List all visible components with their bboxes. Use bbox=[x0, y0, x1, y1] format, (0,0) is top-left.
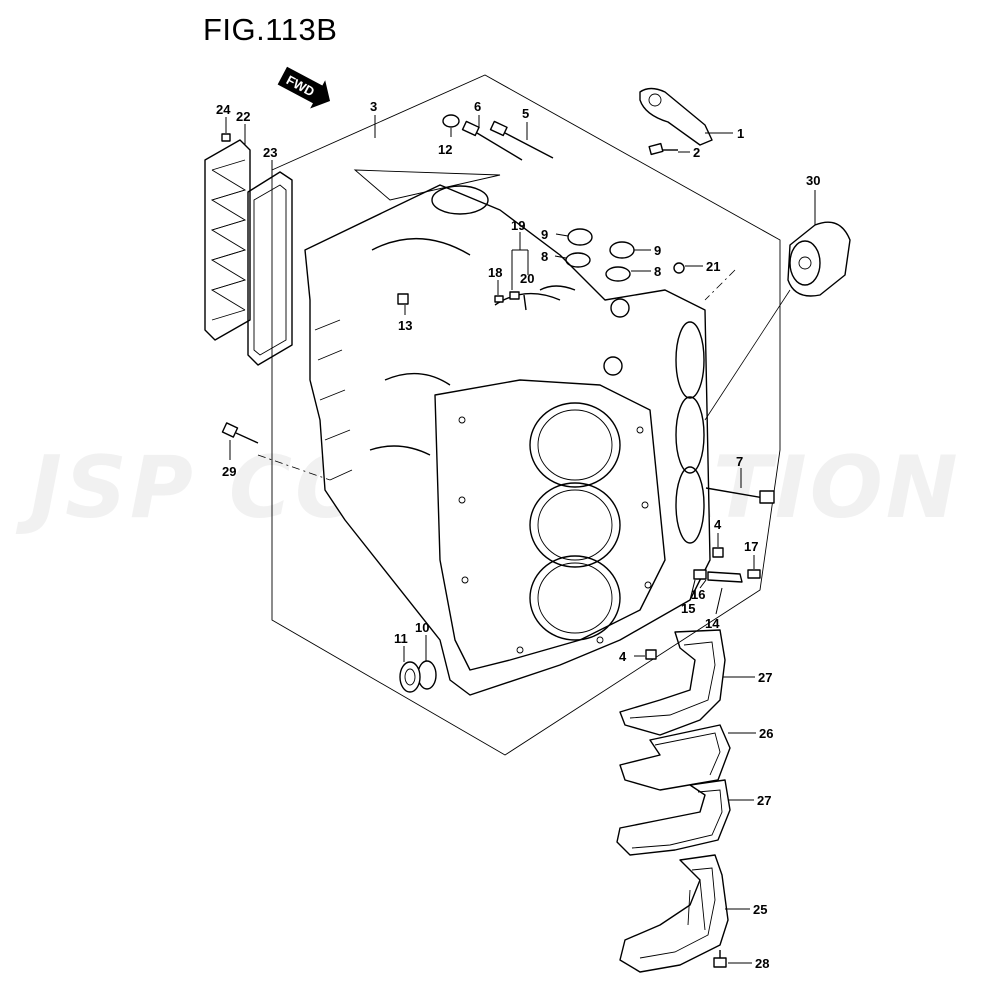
fwd-arrow-icon: FWD bbox=[277, 66, 331, 109]
dowel-part-13 bbox=[397, 293, 409, 305]
gasket-part-23 bbox=[247, 171, 293, 366]
callout-19: 19 bbox=[511, 218, 525, 233]
assembly-boundary bbox=[271, 74, 781, 756]
cylinder-block bbox=[304, 169, 711, 696]
bolt-part-2 bbox=[648, 142, 678, 156]
callout-24: 24 bbox=[216, 102, 231, 117]
seal-part-10 bbox=[417, 660, 437, 690]
callout-26: 26 bbox=[759, 726, 773, 741]
callout-11: 11 bbox=[394, 631, 408, 646]
figure-title: FIG.113B bbox=[203, 12, 338, 47]
callout-29: 29 bbox=[222, 464, 236, 479]
callout-6: 6 bbox=[474, 99, 481, 114]
bolt-part-28 bbox=[713, 950, 727, 968]
oil-filter-part-30 bbox=[787, 221, 851, 297]
callout-20: 20 bbox=[520, 271, 534, 286]
callout-30: 30 bbox=[806, 173, 820, 188]
plug-part-12 bbox=[442, 114, 460, 128]
callout-13: 13 bbox=[398, 318, 412, 333]
callout-18: 18 bbox=[488, 265, 502, 280]
callout-25: 25 bbox=[753, 902, 767, 917]
plug-part-21 bbox=[673, 262, 685, 274]
callout-27-lower: 27 bbox=[757, 793, 771, 808]
callout-8-left: 8 bbox=[541, 249, 548, 264]
oring-part-8-left bbox=[565, 252, 591, 268]
parts-18-20 bbox=[494, 291, 527, 311]
bolt-part-5 bbox=[489, 120, 554, 159]
callout-10: 10 bbox=[415, 620, 429, 635]
bolt-part-6 bbox=[461, 120, 523, 161]
callout-8-right: 8 bbox=[654, 264, 661, 279]
callout-28: 28 bbox=[755, 956, 769, 971]
callout-3: 3 bbox=[370, 99, 377, 114]
callout-9-right: 9 bbox=[654, 243, 661, 258]
parts-4-17-cluster bbox=[645, 547, 761, 660]
bolt-part-7 bbox=[705, 487, 775, 504]
callout-14: 14 bbox=[705, 616, 720, 631]
callout-27-upper: 27 bbox=[758, 670, 772, 685]
cover-part-22 bbox=[204, 139, 251, 341]
bolt-part-29 bbox=[221, 422, 259, 444]
callout-9-left: 9 bbox=[541, 227, 548, 242]
callout-22: 22 bbox=[236, 109, 250, 124]
plate-part-25 bbox=[619, 854, 729, 973]
callout-12: 12 bbox=[438, 142, 452, 157]
callout-labels: 1 2 3 4 4 5 6 7 8 8 bbox=[216, 99, 820, 971]
callout-23: 23 bbox=[263, 145, 277, 160]
callout-2: 2 bbox=[693, 145, 700, 160]
plug-part-9-left bbox=[567, 228, 593, 246]
callout-15: 15 bbox=[681, 601, 695, 616]
gasket-part-27-lower bbox=[616, 779, 731, 856]
bracket-part-1 bbox=[639, 87, 713, 146]
callout-21: 21 bbox=[706, 259, 720, 274]
callout-1: 1 bbox=[737, 126, 744, 141]
screw-part-24 bbox=[221, 133, 231, 142]
callout-7: 7 bbox=[736, 454, 743, 469]
plug-part-11 bbox=[399, 661, 421, 693]
gasket-part-27-upper bbox=[619, 629, 726, 736]
callout-5: 5 bbox=[522, 106, 529, 121]
alignment-lines bbox=[257, 269, 791, 481]
callout-17: 17 bbox=[744, 539, 758, 554]
oring-part-8-right bbox=[605, 266, 631, 282]
callout-4-lower: 4 bbox=[619, 649, 627, 664]
callout-4-upper: 4 bbox=[714, 517, 722, 532]
plate-part-26 bbox=[619, 724, 731, 791]
plug-part-9-right bbox=[609, 241, 635, 259]
callout-16: 16 bbox=[691, 587, 705, 602]
